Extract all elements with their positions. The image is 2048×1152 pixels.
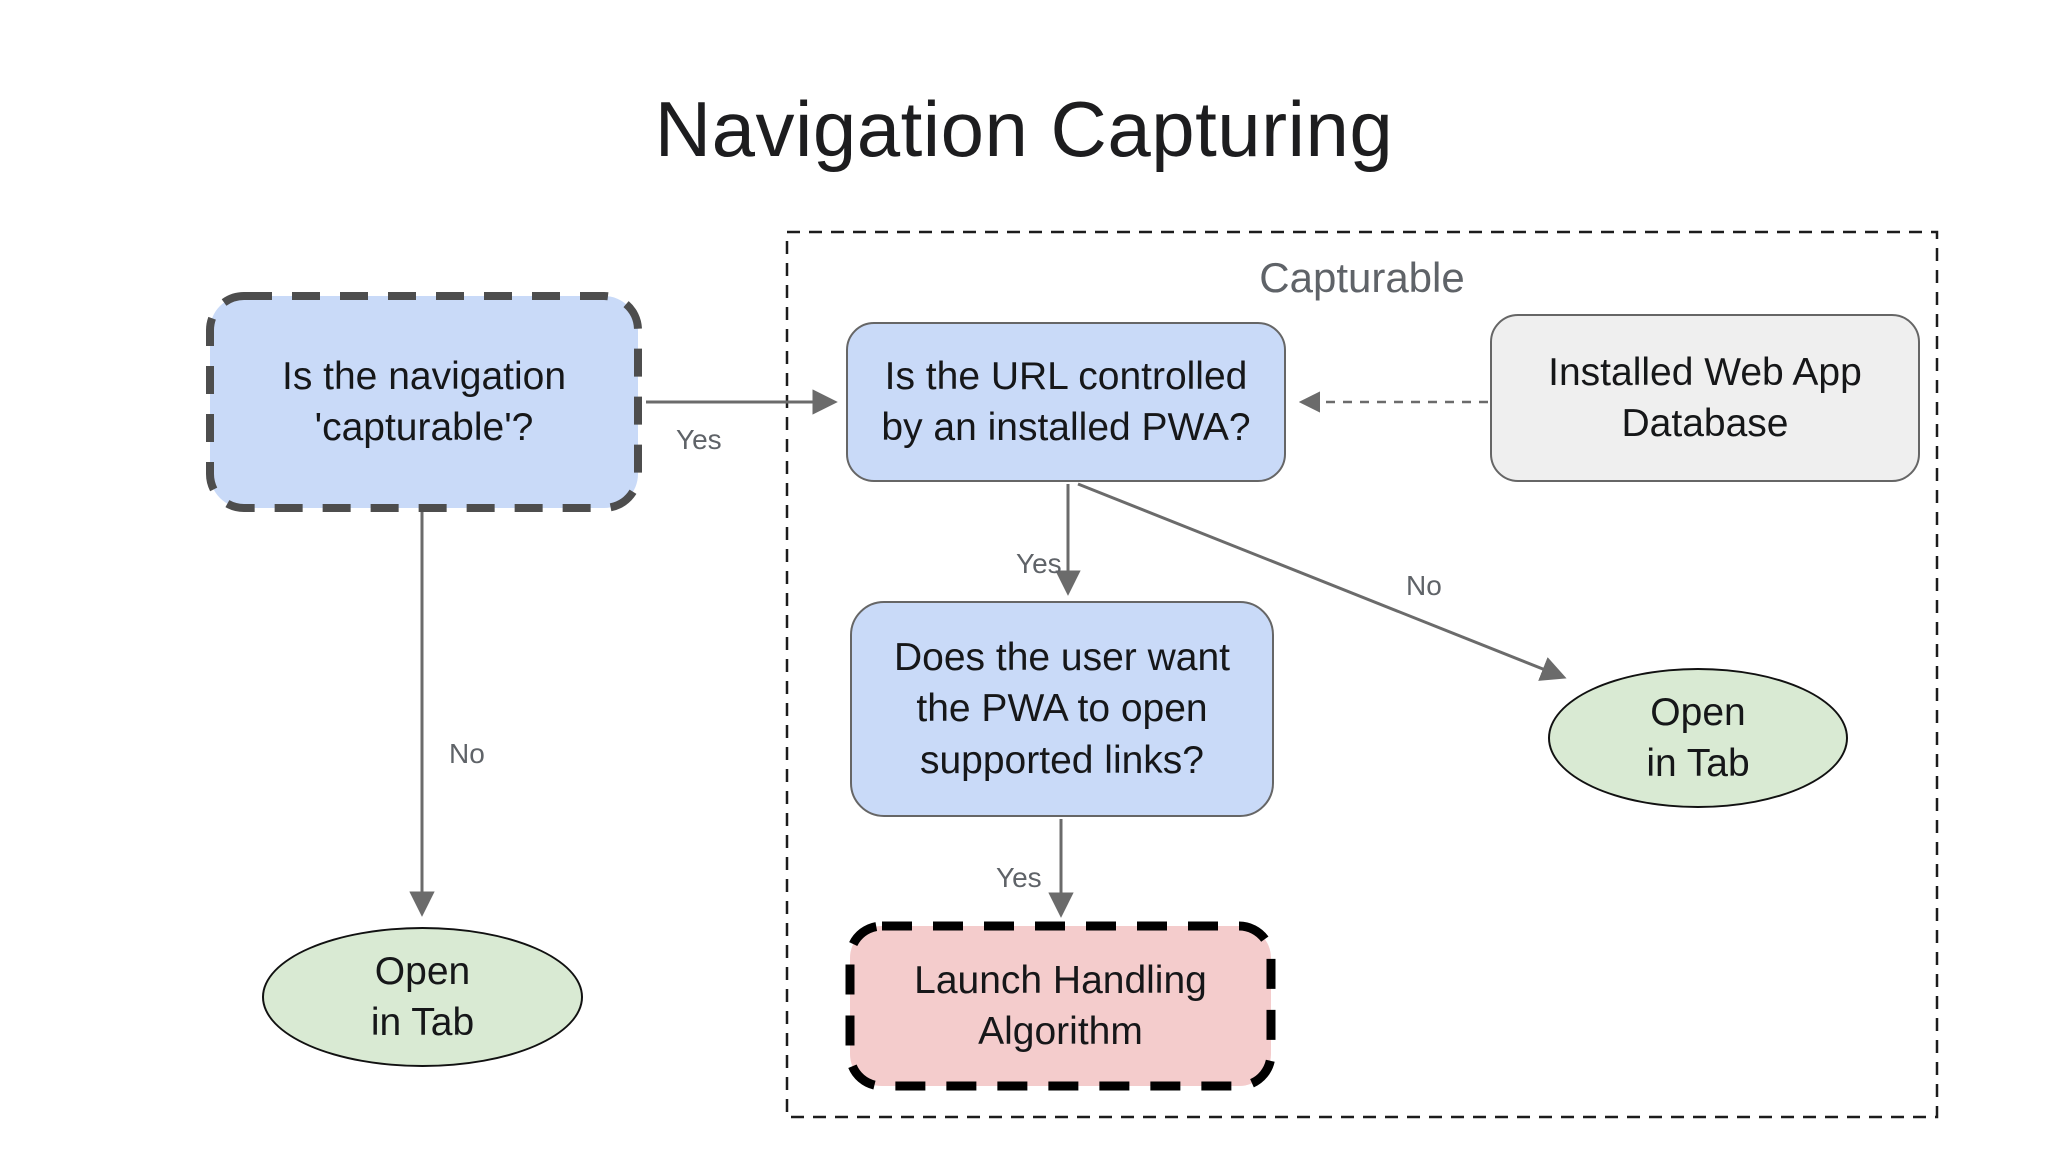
user-wants-text-line2: the PWA to open (916, 687, 1208, 731)
open-in-tab-right-node: Open in Tab (1548, 668, 1848, 808)
edge-label-nav-no: No (449, 738, 485, 769)
edge-url-no-arrow (1077, 482, 1567, 681)
edge-label-url-no: No (1406, 570, 1442, 601)
page-title: Navigation Capturing (654, 85, 1394, 173)
user-wants-text-line1: Does the user want (893, 635, 1230, 679)
capturable-group-label: Capturable (1259, 254, 1465, 301)
edge-label-url-yes: Yes (1016, 548, 1062, 579)
open-in-tab-right-line1: Open (1650, 690, 1746, 734)
installed-db-text-line1: Installed Web App (1548, 350, 1862, 394)
installed-db-text-line2: Database (1621, 402, 1789, 445)
launch-handling-text-line2: Algorithm (978, 1010, 1143, 1053)
installed-db-node: Installed Web App Database (1490, 314, 1920, 482)
edge-label-user-yes: Yes (996, 862, 1042, 893)
open-in-tab-left-line1: Open (374, 949, 471, 993)
capturable-group-outline (785, 230, 1939, 1119)
launch-handling-node: Launch Handling Algorithm (850, 926, 1271, 1086)
url-controlled-text-line2: by an installed PWA? (881, 406, 1251, 449)
launch-handling-text-line1: Launch Handling (914, 958, 1207, 1002)
nav-capturable-text-line2: 'capturable'? (314, 406, 534, 449)
edge-label-nav-yes: Yes (676, 424, 722, 455)
open-in-tab-left-node: Open in Tab (262, 927, 583, 1067)
launch-handling-node-shape (845, 921, 1276, 1091)
url-controlled-text-line1: Is the URL controlled (884, 354, 1248, 398)
nav-capturable-node: Is the navigation 'capturable'? (210, 296, 638, 508)
nav-capturable-text-line1: Is the navigation (281, 354, 567, 398)
url-controlled-node: Is the URL controlled by an installed PW… (846, 322, 1286, 482)
nav-capturable-node-shape (206, 292, 642, 512)
open-in-tab-right-line2: in Tab (1646, 742, 1750, 785)
open-in-tab-left-line2: in Tab (370, 1001, 475, 1044)
user-wants-node: Does the user want the PWA to open suppo… (850, 601, 1274, 817)
user-wants-text-line3: supported links? (919, 738, 1204, 782)
